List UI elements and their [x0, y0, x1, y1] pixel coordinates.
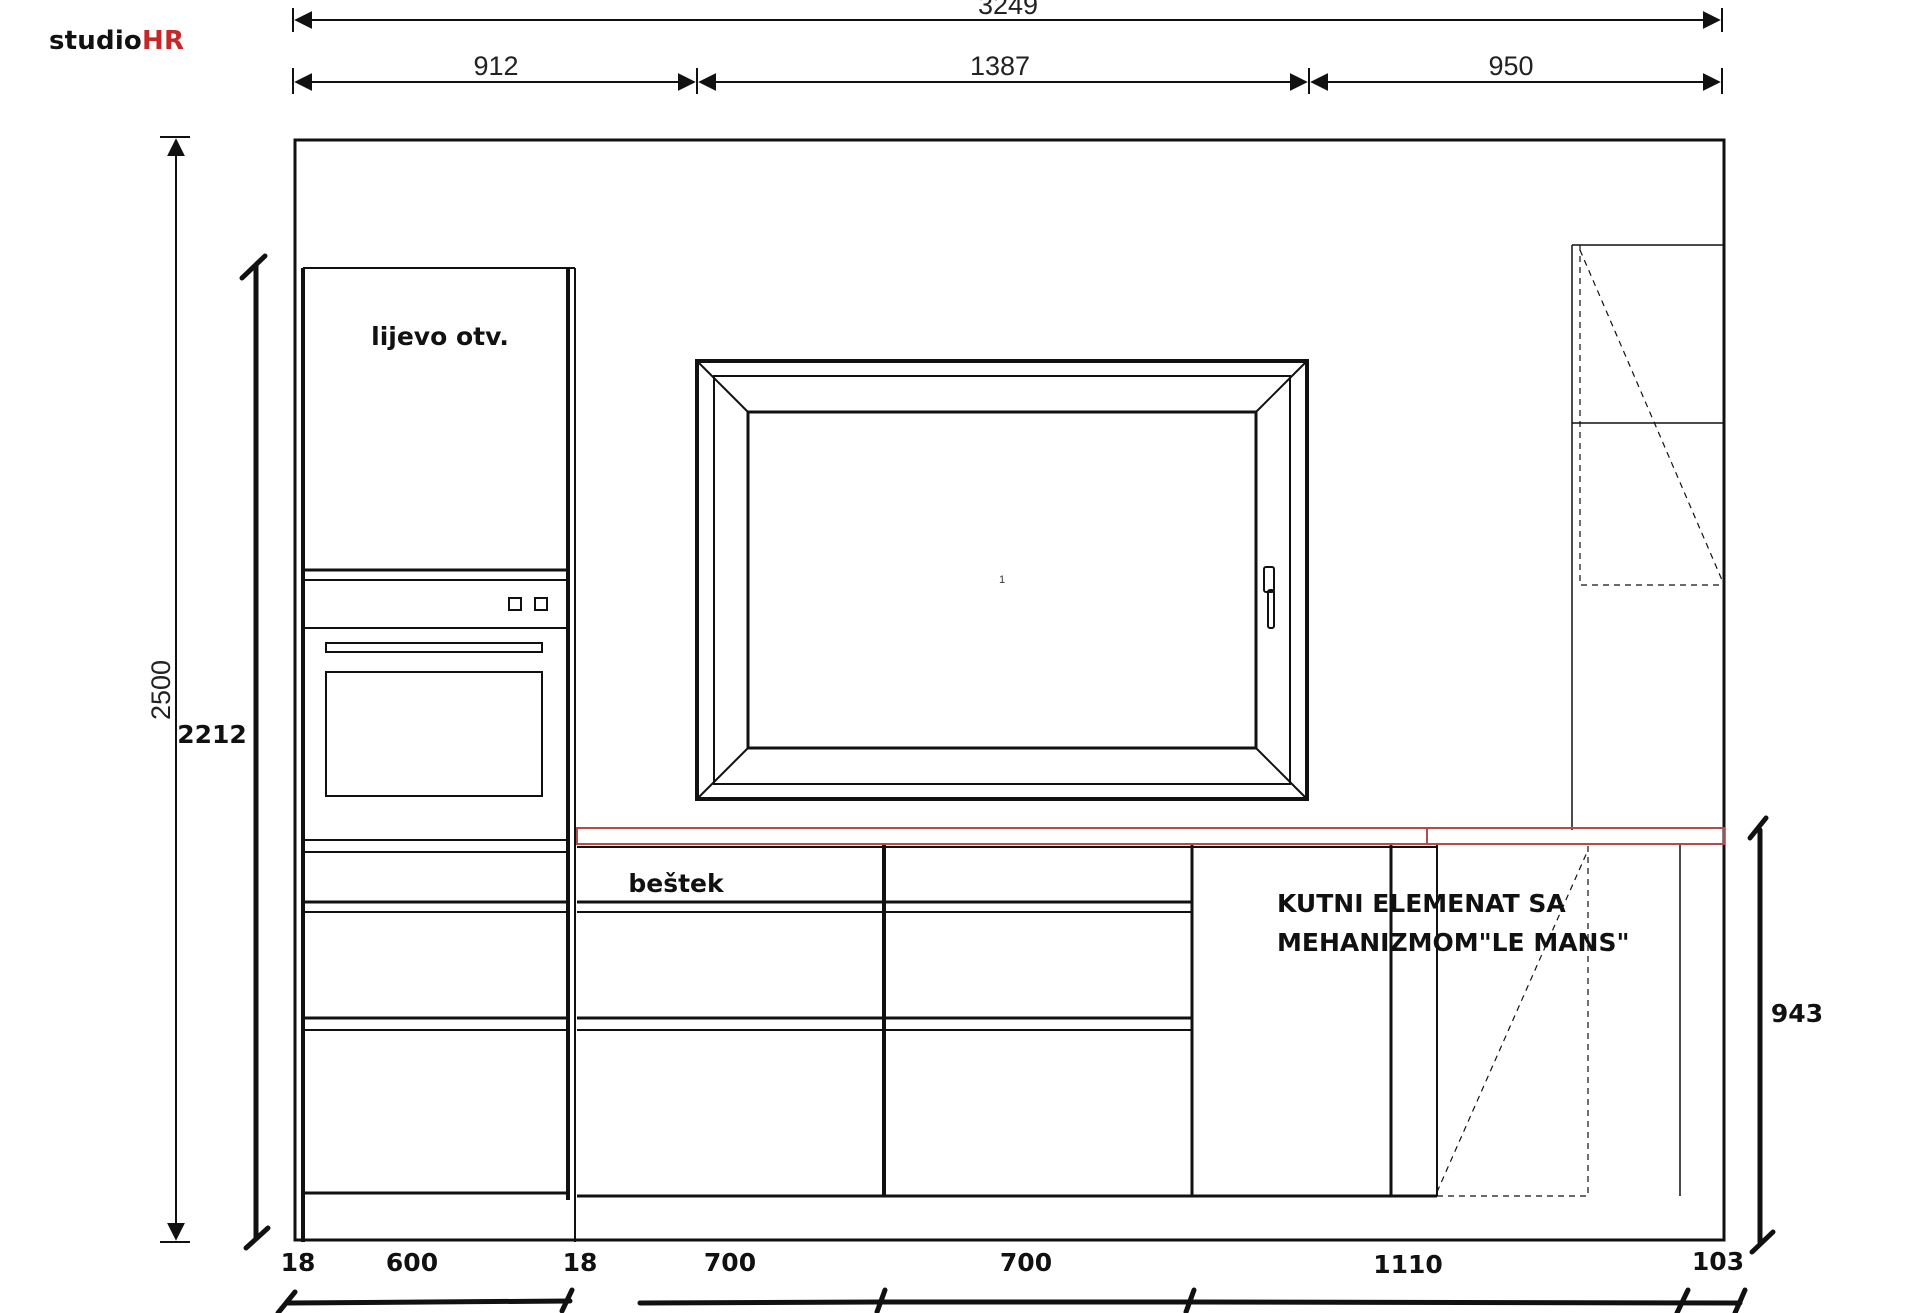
- window-mark: 1: [999, 574, 1005, 586]
- corner-unit-label-line1: KUTNI ELEMENAT SA: [1277, 889, 1566, 918]
- base-cabinets: [577, 845, 1681, 1198]
- top-overall-label: 3249: [978, 0, 1038, 20]
- tall-cabinet-label: lijevo otv.: [371, 322, 509, 351]
- oven-knob-1: [508, 597, 522, 611]
- oven-knob-2: [534, 597, 548, 611]
- top-segment-2-label: 1387: [970, 51, 1030, 81]
- wall-outline: [293, 138, 1726, 1242]
- oven-door-window: [325, 671, 543, 797]
- oven: [325, 597, 548, 797]
- tall-unit-height-label: 2212: [177, 720, 247, 749]
- brand-studio-text: studio: [49, 26, 142, 56]
- brand-hr-text: HR: [142, 26, 185, 56]
- bottom-dim-7: 103: [1692, 1247, 1744, 1276]
- left-dimension-room-height: [160, 136, 190, 1243]
- brand-logo: studioHR: [49, 26, 184, 56]
- counter-height-label: 943: [1771, 999, 1823, 1028]
- countertop: [576, 827, 1725, 845]
- window-handle: [1263, 566, 1275, 629]
- top-dimension-overall: [292, 8, 1723, 32]
- bottom-dimension-line: [275, 1287, 1748, 1313]
- top-segment-3-label: 950: [1488, 51, 1533, 81]
- bottom-dim-1: 18: [281, 1248, 316, 1277]
- top-dimension-segments: [292, 68, 1723, 94]
- bottom-dim-3: 18: [563, 1248, 598, 1277]
- left-dimension-tall-unit: [239, 253, 271, 1251]
- cutlery-drawer-label: beštek: [628, 869, 725, 898]
- bottom-dim-4: 700: [704, 1248, 756, 1277]
- bottom-dim-6: 1110: [1373, 1250, 1443, 1279]
- room-height-label: 2500: [146, 660, 176, 720]
- oven-handle: [325, 642, 543, 653]
- window: [695, 359, 1309, 801]
- tall-cabinet: [301, 267, 576, 1242]
- right-wall-cabinet: [1571, 244, 1724, 830]
- bottom-dim-2: 600: [386, 1248, 438, 1277]
- right-dimension-counter-height: [1747, 815, 1776, 1255]
- bottom-dim-5: 700: [1000, 1248, 1052, 1277]
- corner-unit-label-line2: MEHANIZMOM"LE MANS": [1277, 928, 1630, 957]
- top-segment-1-label: 912: [473, 51, 518, 81]
